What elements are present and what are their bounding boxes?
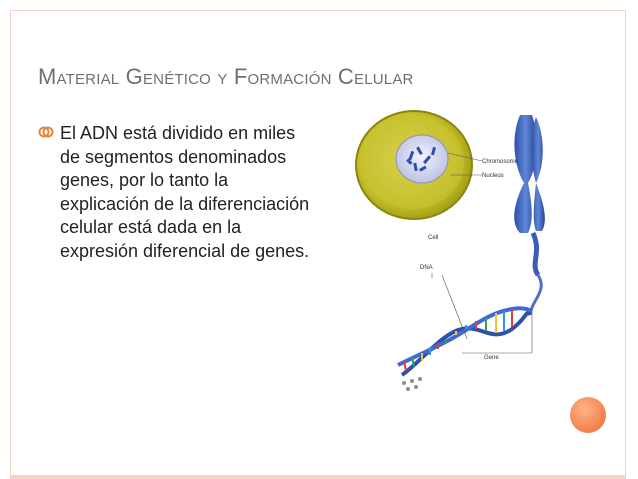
label-gene: Gene <box>484 355 499 361</box>
dna-helix <box>397 306 533 391</box>
bullet-marker-icon <box>38 126 54 138</box>
bullet-item: El ADN está dividido en miles de segment… <box>38 122 318 263</box>
label-chromosome: Chromosome <box>482 159 519 165</box>
chromosome-shape <box>514 115 545 316</box>
nucleus-shape <box>395 134 449 184</box>
label-dna: DNA <box>420 265 433 271</box>
bullet-text: El ADN está dividido en miles de segment… <box>60 123 310 261</box>
slide-title: Material Genético y Formación Celular <box>38 64 414 89</box>
cell-dna-diagram: Chromosome Nucleus Cell DNA Gene <box>352 103 592 393</box>
label-nucleus: Nucleus <box>482 173 504 179</box>
cell-dna-illustration: Chromosome Nucleus Cell DNA Gene <box>355 110 545 391</box>
slide-frame-bottom-bar <box>10 475 626 479</box>
label-cell: Cell <box>428 235 438 241</box>
decorative-orange-orb <box>570 397 606 433</box>
callout-lines <box>431 152 533 354</box>
